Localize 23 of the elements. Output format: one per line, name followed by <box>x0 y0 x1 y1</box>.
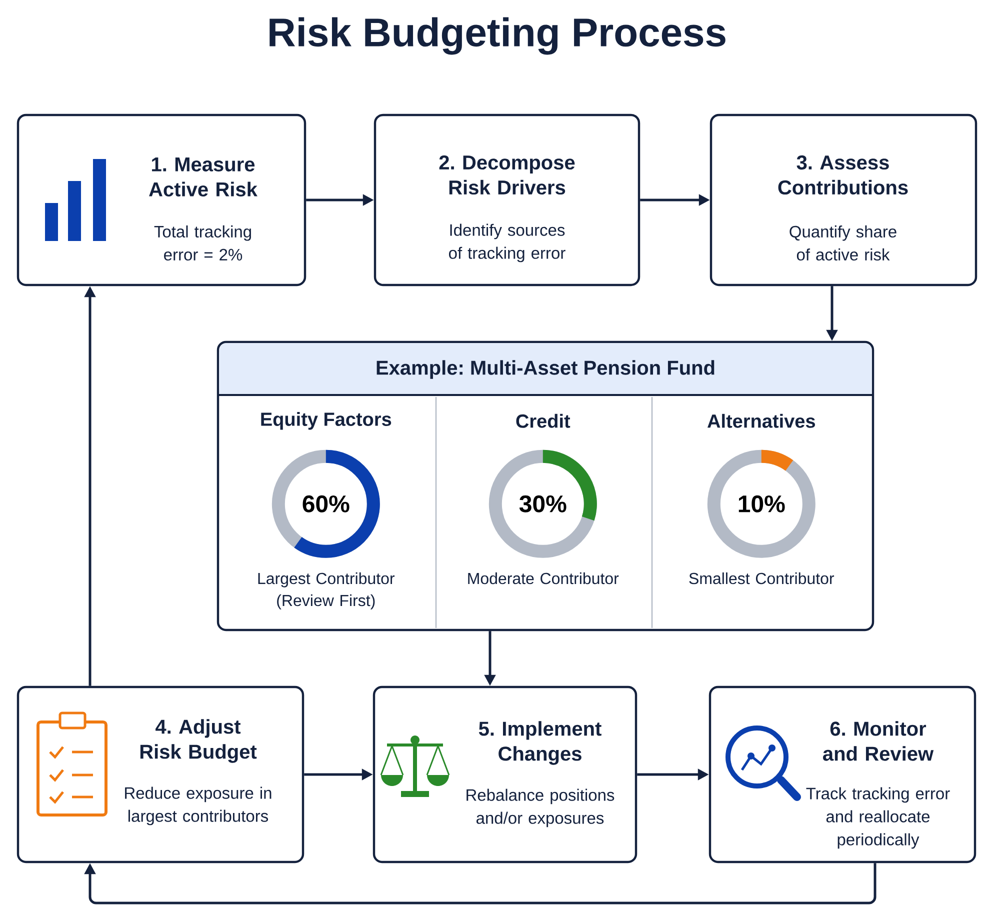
step-title: 2. Decompose Risk Drivers <box>439 155 575 195</box>
donut-caption: Moderate Contributor <box>468 572 619 584</box>
column-heading: Equity Factors <box>261 412 392 430</box>
arrow <box>84 863 876 904</box>
column-heading: Credit <box>516 414 570 428</box>
step-description: Quantify share of active risk <box>790 225 896 261</box>
step-description: Track tracking error and reallocate periodically <box>806 787 950 849</box>
title: Risk Budgeting Process <box>270 17 726 55</box>
step-title: 1. Measure Active Risk <box>149 158 258 196</box>
step-title: 3. Assess Contributions <box>778 155 908 195</box>
donut-caption: Largest Contributor (Review First) <box>258 572 395 610</box>
percentage: 60% <box>302 495 350 512</box>
step-description: Identify sources of tracking error <box>449 224 566 262</box>
step-title: 5. Implement Changes <box>478 721 602 765</box>
percentage: 10% <box>738 495 785 512</box>
step-title: 6. Monitor and Review <box>823 721 934 761</box>
column-heading: Alternatives <box>708 414 815 428</box>
step-description: Total tracking error = 2% <box>154 225 251 261</box>
step-description: Rebalance positions and/or exposures <box>466 788 614 828</box>
donut-caption: Smallest Contributor <box>689 572 834 584</box>
step-description: Reduce exposure in largest contributors <box>125 786 272 826</box>
percentage: 30% <box>519 495 566 512</box>
step-title: 4. Adjust Risk Budget <box>140 719 257 763</box>
